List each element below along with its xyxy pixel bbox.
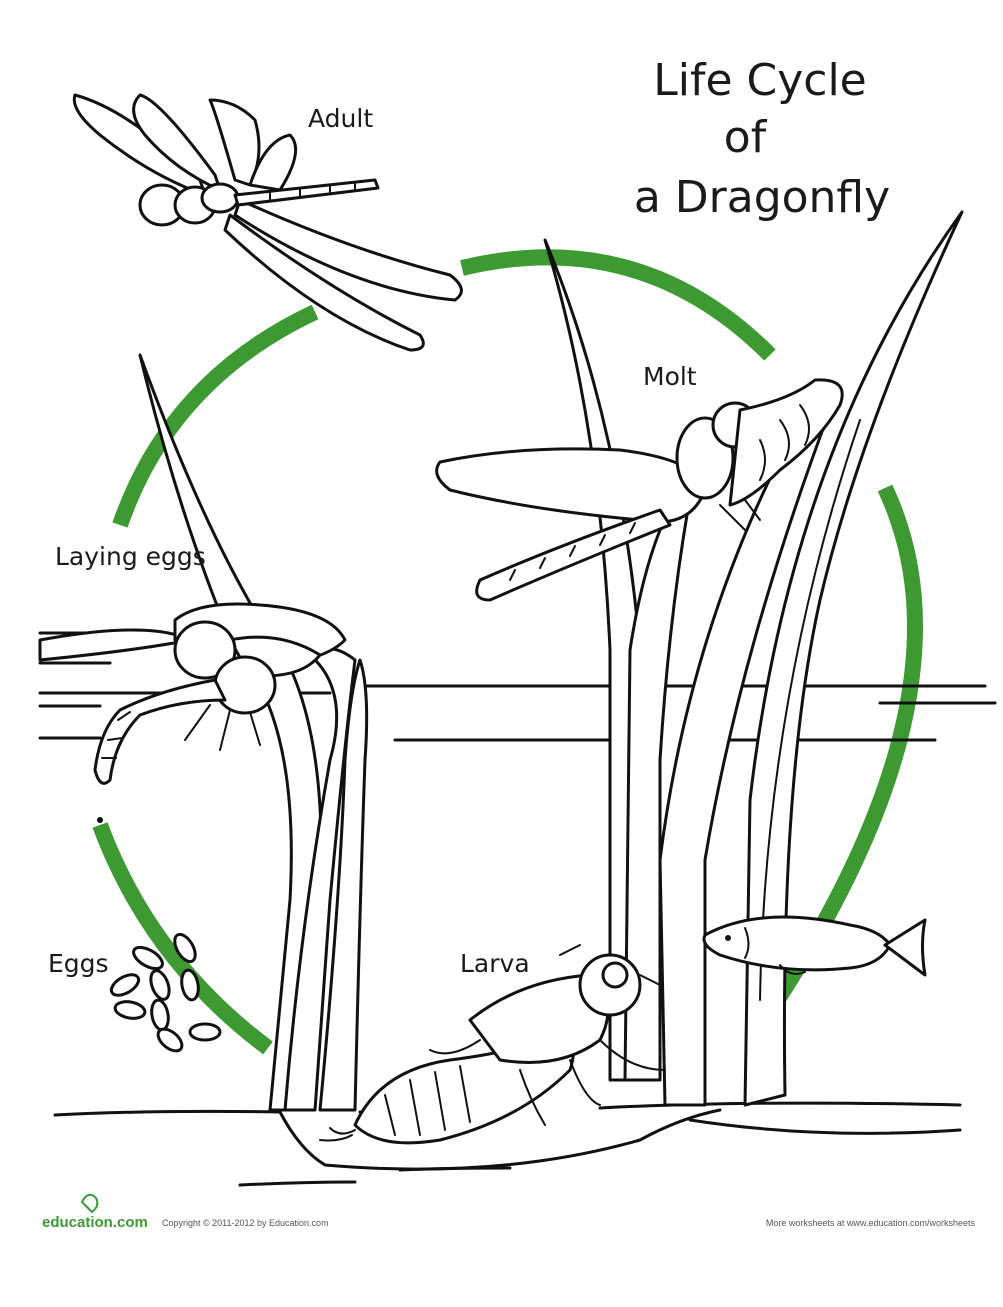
education-logo-icon bbox=[82, 1195, 97, 1212]
stage-label-larva: Larva bbox=[460, 949, 530, 978]
footer: education.com Copyright © 2011-2012 by E… bbox=[42, 1195, 975, 1231]
dropped-egg-icon bbox=[97, 817, 103, 823]
stage-label-laying-eggs: Laying eggs bbox=[55, 542, 206, 571]
page-title: Life Cycle of a Dragonfly bbox=[634, 55, 890, 223]
fish-icon bbox=[704, 917, 925, 975]
title-line-3: a Dragonfly bbox=[634, 172, 890, 223]
footer-brand: education.com bbox=[42, 1214, 148, 1231]
footer-more-worksheets[interactable]: More worksheets at www.education.com/wor… bbox=[766, 1218, 976, 1228]
stage-label-adult: Adult bbox=[308, 104, 373, 133]
cycle-arc-left bbox=[120, 312, 315, 525]
dragonfly-adult-icon bbox=[74, 95, 461, 350]
stage-label-molt: Molt bbox=[643, 362, 697, 391]
stage-label-eggs: Eggs bbox=[48, 949, 109, 978]
title-line-2: of bbox=[724, 112, 768, 163]
title-line-1: Life Cycle bbox=[653, 55, 867, 106]
cycle-arc-top bbox=[462, 257, 770, 355]
footer-copyright: Copyright © 2011-2012 by Education.com bbox=[162, 1218, 329, 1228]
